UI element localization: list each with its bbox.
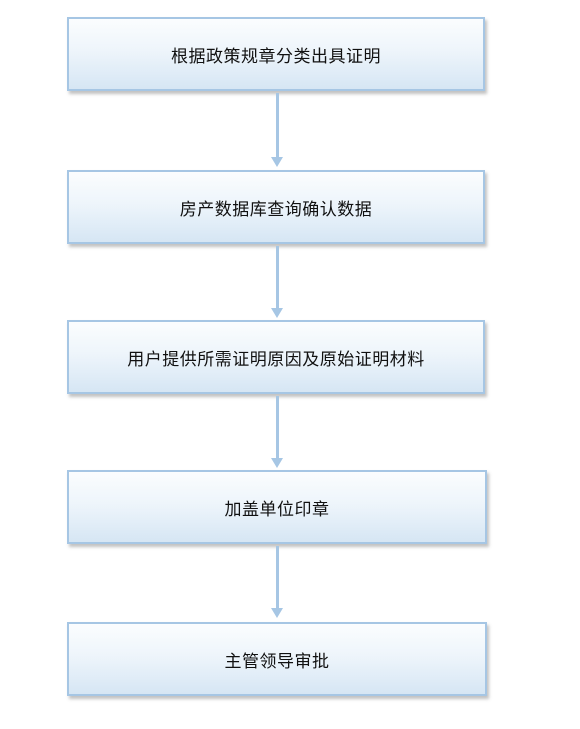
flow-step-3-label: 用户提供所需证明原因及原始证明材料 [127, 349, 425, 370]
flow-step-2: 房产数据库查询确认数据 [67, 170, 485, 244]
flow-step-2-label: 房产数据库查询确认数据 [179, 199, 373, 220]
flow-step-4: 加盖单位印章 [67, 470, 487, 544]
flow-step-5: 主管领导审批 [67, 622, 487, 696]
flow-step-5-label: 主管领导审批 [224, 651, 330, 672]
flow-arrow-1-2 [271, 93, 283, 167]
flow-step-3: 用户提供所需证明原因及原始证明材料 [67, 320, 485, 394]
flow-arrow-3-4 [271, 396, 283, 468]
flow-arrow-4-5 [271, 546, 283, 618]
flow-arrow-2-3 [271, 246, 283, 318]
flow-step-1-label: 根据政策规章分类出具证明 [171, 46, 381, 67]
flow-step-4-label: 加盖单位印章 [224, 499, 330, 520]
flow-step-1: 根据政策规章分类出具证明 [67, 17, 485, 91]
